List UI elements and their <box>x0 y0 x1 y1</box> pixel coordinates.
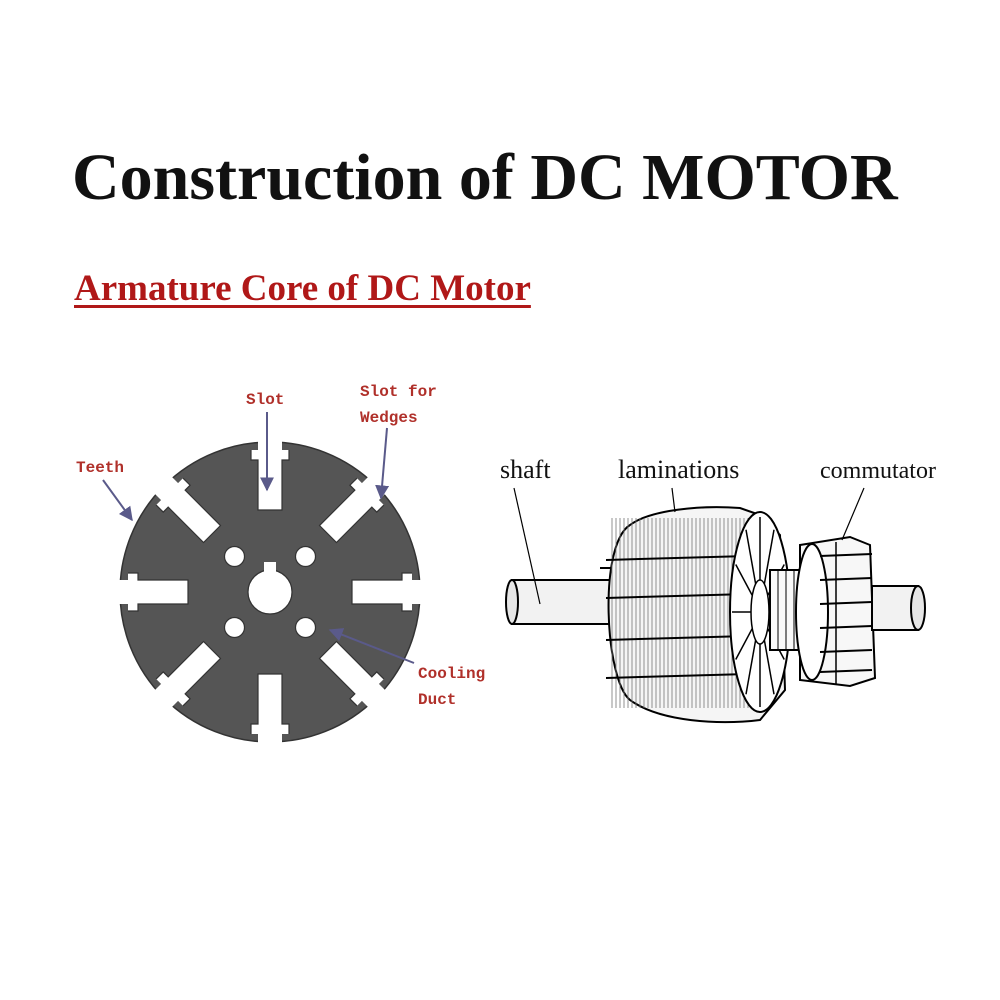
page-title: Construction of DC MOTOR <box>72 141 898 214</box>
commutator-label: commutator <box>820 458 936 484</box>
shaft-leader <box>513 487 541 605</box>
commutator-segment <box>819 601 873 605</box>
cooling-duct-label-1: Cooling <box>418 665 485 683</box>
cooling-duct <box>223 545 246 568</box>
cooling-duct-label-2: Duct <box>418 691 456 709</box>
cooling-duct-arrow <box>328 628 415 664</box>
wedge-arrow <box>375 427 390 500</box>
commutator-segments <box>819 542 873 684</box>
slot-for-wedges-label-2: Wedges <box>360 409 418 427</box>
end-face-tooth <box>735 626 754 660</box>
armature-slot <box>116 572 189 612</box>
end-face-hub <box>750 579 770 645</box>
teeth-label: Teeth <box>76 459 124 477</box>
armature-slot <box>250 673 290 746</box>
lamination-groove <box>605 673 749 679</box>
end-face-tooth <box>745 637 757 695</box>
section-subtitle: Armature Core of DC Motor <box>74 268 531 309</box>
end-face-tooth <box>735 564 754 598</box>
cooling-duct <box>294 616 317 639</box>
commutator-segment <box>819 553 873 557</box>
shaft-label: shaft <box>500 455 551 484</box>
end-face-tooth <box>763 529 775 587</box>
commutator-segment <box>819 625 873 629</box>
commutator-leader <box>841 487 865 541</box>
commutator <box>795 535 877 688</box>
end-face-tooth <box>745 529 757 587</box>
slot-label: Slot <box>246 391 284 409</box>
shaft-end <box>871 585 926 631</box>
armature-slot <box>152 640 222 710</box>
lamination-groove <box>605 555 749 561</box>
cooling-duct <box>294 545 317 568</box>
lamination-groove <box>605 593 749 599</box>
slot-for-wedges-label-1: Slot for <box>360 383 437 401</box>
laminations-leader <box>671 487 676 513</box>
laminations <box>605 506 791 724</box>
armature-slot <box>318 474 388 544</box>
armature-slot <box>250 438 290 511</box>
core-lamination <box>116 438 424 746</box>
armature-slot <box>351 572 424 612</box>
end-face-tooth <box>763 637 775 695</box>
keyway <box>264 562 276 574</box>
armature-slot <box>318 640 388 710</box>
cooling-duct <box>223 616 246 639</box>
teeth-arrow <box>102 479 133 522</box>
armature-slot <box>152 474 222 544</box>
commutator-segment <box>819 649 873 653</box>
laminations-label: laminations <box>618 455 739 484</box>
commutator-segment <box>819 577 873 581</box>
commutator-segment <box>819 669 873 673</box>
lamination-groove <box>605 635 749 641</box>
